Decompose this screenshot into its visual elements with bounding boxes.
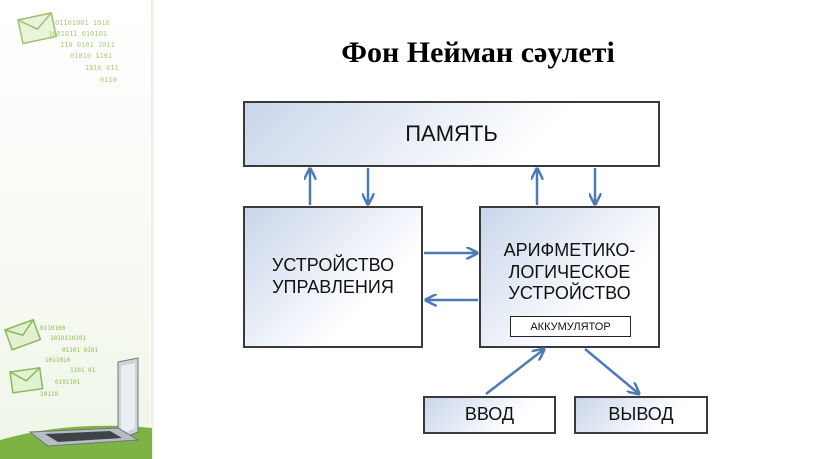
svg-text:1011010: 1011010 xyxy=(45,357,71,364)
accumulator-label: АККУМУЛЯТОР xyxy=(530,320,611,333)
memory-label: ПАМЯТЬ xyxy=(405,120,498,146)
svg-text:0101101: 0101101 xyxy=(55,379,81,386)
input-block: ВВОД xyxy=(423,396,556,434)
svg-text:1001011 010101: 1001011 010101 xyxy=(48,30,107,38)
svg-text:01101001 1010: 01101001 1010 xyxy=(55,19,110,27)
binary-stream-icon: 01101001 1010 1001011 010101 110 0101 10… xyxy=(48,19,119,84)
side-artwork: 01101001 1010 1001011 010101 110 0101 10… xyxy=(0,12,152,459)
arrow-alu-to-output xyxy=(584,348,638,393)
side-divider xyxy=(151,0,154,459)
svg-text:1101 01: 1101 01 xyxy=(70,367,96,374)
svg-text:01010 1101: 01010 1101 xyxy=(70,52,112,60)
memory-block: ПАМЯТЬ xyxy=(243,101,660,167)
input-label: ВВОД xyxy=(464,404,515,425)
svg-text:0110100: 0110100 xyxy=(40,325,66,332)
envelope-icon xyxy=(9,366,44,394)
envelope-icon xyxy=(17,12,58,45)
laptop-icon xyxy=(28,357,140,447)
alu-label: АРИФМЕТИКО-ЛОГИЧЕСКОЕ УСТРОЙСТВО xyxy=(503,240,636,304)
binary-stream-icon: 0110100 1010110101 01101 0101 1011010 11… xyxy=(40,325,99,398)
envelope-icon xyxy=(4,318,42,351)
svg-text:10110: 10110 xyxy=(40,391,58,398)
output-block: ВЫВОД xyxy=(574,396,708,434)
accumulator-block: АККУМУЛЯТОР xyxy=(510,316,631,337)
svg-text:0110: 0110 xyxy=(100,76,117,84)
control-unit-label: УСТРОЙСТВО УПРАВЛЕНИЯ xyxy=(271,255,395,297)
control-unit-block: УСТРОЙСТВО УПРАВЛЕНИЯ xyxy=(243,206,423,348)
svg-text:1010 011: 1010 011 xyxy=(85,64,119,72)
svg-text:01101 0101: 01101 0101 xyxy=(62,347,99,354)
slide-title: Фон Нейман сәулеті xyxy=(341,36,615,69)
arrow-input-to-alu xyxy=(485,350,543,395)
output-label: ВЫВОД xyxy=(608,404,674,425)
svg-text:110 0101 1011: 110 0101 1011 xyxy=(60,41,115,49)
svg-text:1010110101: 1010110101 xyxy=(50,335,87,342)
